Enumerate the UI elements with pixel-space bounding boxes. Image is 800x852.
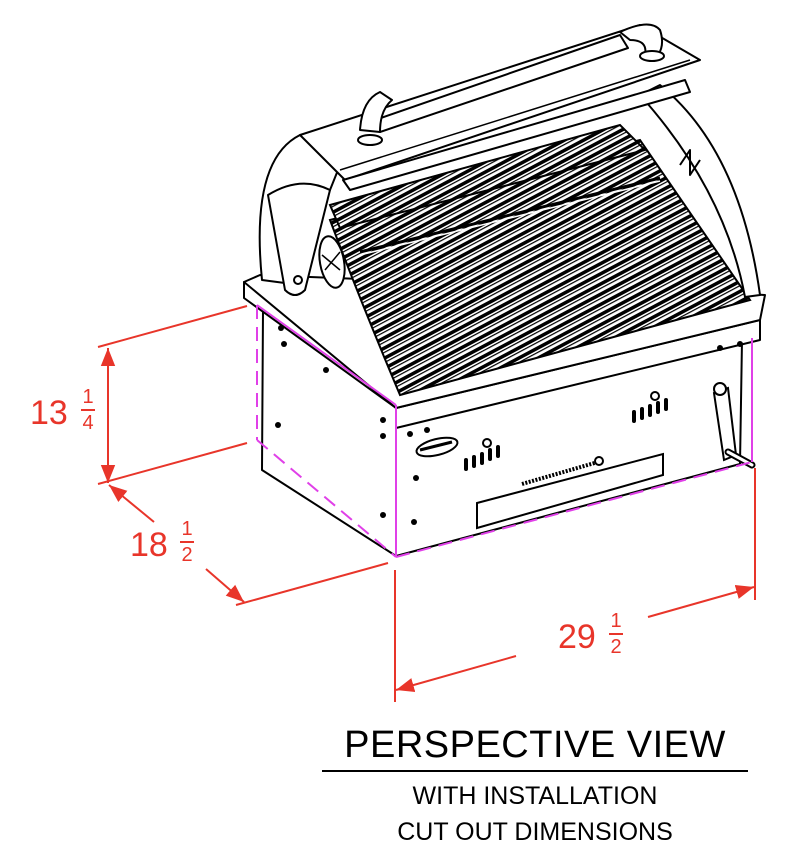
drip-tray <box>476 452 664 530</box>
lid-handle-right-post <box>619 23 664 56</box>
width-whole: 29 <box>558 618 596 656</box>
panel-screws <box>275 325 743 525</box>
lid-right-side <box>639 84 761 298</box>
drawing-title: PERSPECTIVE VIEW <box>344 724 726 766</box>
height-numerator: 1 <box>82 386 94 408</box>
drawing-subtitle-line-2: CUT OUT DIMENSIONS <box>397 818 673 846</box>
width-dimension-line-b <box>647 584 755 618</box>
dimension-lines <box>97 305 756 702</box>
width-fraction-bar <box>609 633 623 635</box>
cutout-outline <box>256 304 753 558</box>
left-vent-slots <box>464 445 500 471</box>
height-fraction-bar <box>81 409 95 411</box>
front-panel-details <box>275 325 756 530</box>
width-dimension-line-a <box>395 655 517 693</box>
height-whole: 13 <box>30 394 68 432</box>
right-vent-slots <box>632 398 668 423</box>
height-denominator: 4 <box>82 412 94 434</box>
grill-lid <box>258 23 761 298</box>
lid-logo-mark <box>679 149 701 176</box>
drawing-subtitle-line-1: WITH INSTALLATION <box>412 782 658 810</box>
depth-fraction-bar <box>180 541 194 543</box>
lid-top-panel <box>299 24 701 181</box>
depth-whole: 18 <box>130 526 168 564</box>
title-underline <box>322 770 748 772</box>
depth-dimension-line-b <box>205 568 245 603</box>
width-denominator: 2 <box>610 636 622 658</box>
width-numerator: 1 <box>610 610 622 632</box>
grate-divider <box>359 176 661 254</box>
lid-hinge-arm <box>267 182 331 296</box>
warming-rack <box>328 123 647 230</box>
depth-dimension-line-a <box>108 484 155 523</box>
temperature-indicator <box>521 460 599 486</box>
depth-numerator: 1 <box>181 518 193 540</box>
depth-denominator: 2 <box>181 544 193 566</box>
lid-handle-left-post <box>359 91 393 133</box>
